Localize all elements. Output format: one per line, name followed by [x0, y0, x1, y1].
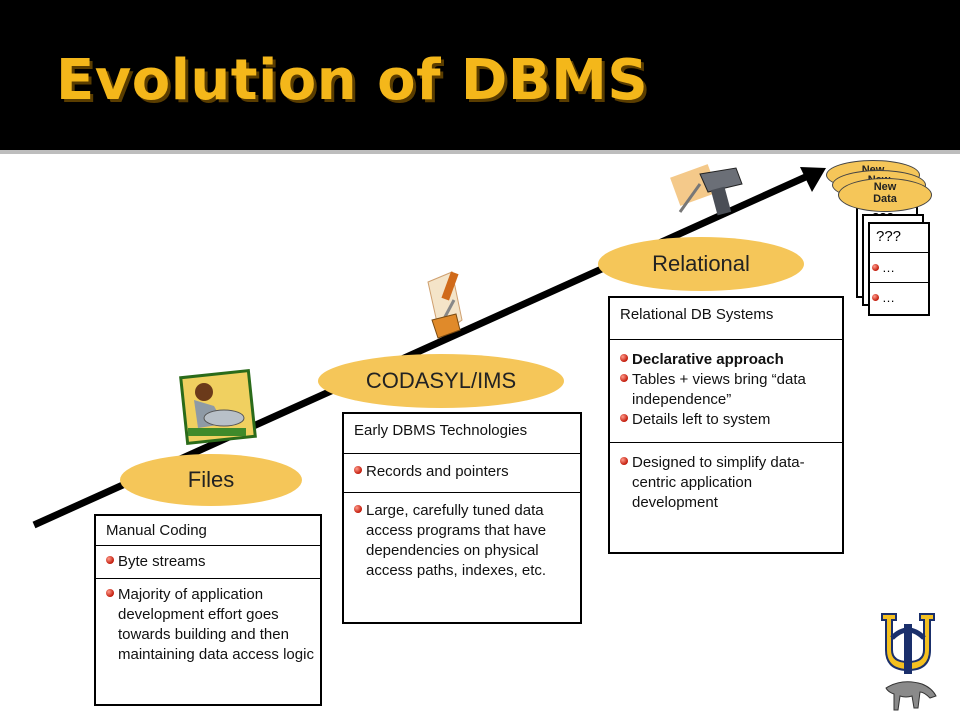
card-item: … [882, 290, 895, 305]
stage-files-label: Files [120, 454, 302, 506]
new-data-label: New Data [873, 181, 897, 205]
title-divider [0, 150, 960, 154]
bullet-item: Records and pointers [352, 462, 574, 482]
timeline-arrow-head [800, 167, 826, 192]
bullet-item: Details left to system [618, 410, 836, 430]
files-box: Manual Coding Byte streams Majority of a… [94, 514, 322, 706]
caveman-stone-tablet-icon [179, 368, 257, 446]
bullet-item: Declarative approach [618, 350, 836, 370]
card-item: … [882, 260, 895, 275]
stage-relational-label: Relational [598, 237, 804, 291]
future-card-front: ??? … … [868, 222, 930, 316]
bullet-item: Tables + views bring “data independence” [618, 370, 836, 410]
box-title: Relational DB Systems [610, 298, 842, 340]
uci-anteater-logo [881, 613, 937, 711]
box-title: Early DBMS Technologies [344, 414, 580, 454]
stage-codasyl-label: CODASYL/IMS [318, 354, 564, 408]
bullet-item: Large, carefully tuned data access progr… [352, 501, 574, 581]
screwdriver-icon [427, 271, 463, 339]
power-drill-icon [670, 164, 743, 216]
bullet-item: Byte streams [104, 552, 314, 572]
relational-box: Relational DB Systems Declarative approa… [608, 296, 844, 554]
slide-title: Evolution of DBMS [56, 48, 649, 113]
box-title: Manual Coding [96, 516, 320, 546]
title-bar [0, 0, 960, 150]
bullet-item: Majority of application development effo… [104, 585, 314, 665]
bullet-item: Designed to simplify data-centric applic… [618, 453, 836, 513]
future-ellipse-front: New Data [838, 178, 932, 212]
codasyl-box: Early DBMS Technologies Records and poin… [342, 412, 582, 624]
card-question: ??? [876, 228, 902, 245]
